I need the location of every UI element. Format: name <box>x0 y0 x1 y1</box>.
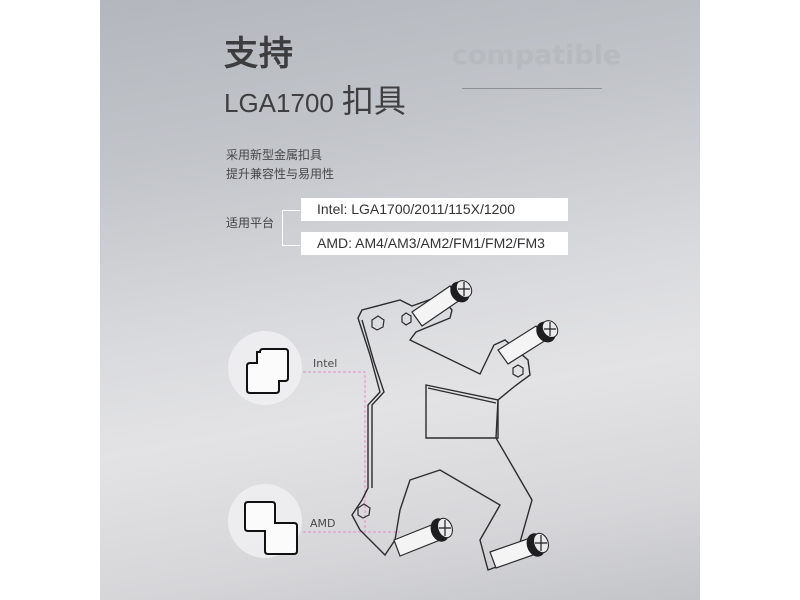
callout-connectors <box>303 371 400 533</box>
description-line-1: 采用新型金属扣具 <box>226 148 323 162</box>
intel-platform-box: Intel: LGA1700/2011/115X/1200 <box>301 198 568 221</box>
title-sub-cn: 扣具 <box>341 83 406 119</box>
amd-hole-shape-icon <box>244 501 298 555</box>
title-sub-latin: LGA1700 <box>224 88 334 118</box>
watermark-divider <box>462 88 602 89</box>
description: 采用新型金属扣具 提升兼容性与易用性 <box>226 146 334 184</box>
platform-label: 适用平台 <box>226 216 275 230</box>
mount-holes <box>357 312 524 519</box>
screw-top-right <box>497 320 559 365</box>
intel-callout-label: Intel <box>313 357 338 370</box>
watermark-text: compatible <box>452 40 622 71</box>
bracket-plate <box>351 295 533 571</box>
description-line-2: 提升兼容性与易用性 <box>226 167 335 181</box>
platform-bracket <box>282 210 300 246</box>
screw-top-left <box>411 280 473 327</box>
screw-bottom-left <box>393 517 453 557</box>
screw-bottom-right <box>489 532 549 569</box>
title-main: 支持 <box>224 34 294 74</box>
intel-hole-shape-icon <box>246 348 289 394</box>
amd-callout-label: AMD <box>310 517 336 530</box>
bracket-illustration <box>244 280 559 571</box>
amd-platform-box: AMD: AM4/AM3/AM2/FM1/FM2/FM3 <box>301 232 568 255</box>
